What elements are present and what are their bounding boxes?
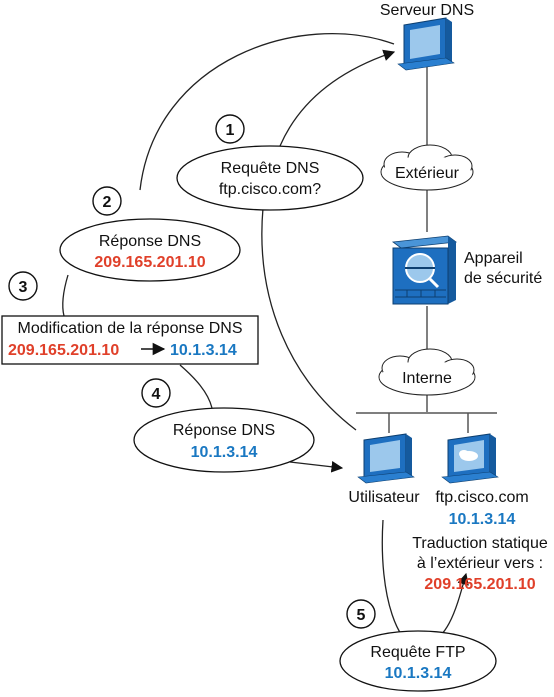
ftp-server-icon — [441, 433, 499, 484]
step-2-bubble — [59, 218, 241, 282]
dns-server-label: Serveur DNS — [380, 2, 474, 19]
step-5-ftp-request: 5 Requête FTP 10.1.3.14 — [339, 599, 497, 692]
step-3-from-ip: 209.165.201.10 — [8, 342, 119, 359]
inside-cloud: Interne — [378, 348, 476, 396]
step-1-number: 1 — [226, 122, 235, 139]
step-4-dns-response: 4 Réponse DNS 10.1.3.14 — [133, 378, 315, 473]
workstation-icon — [357, 433, 415, 484]
cloud-icon — [380, 144, 474, 191]
flow-arc-step2-to-appliance — [62, 274, 69, 317]
step-2-line2: 209.165.201.10 — [94, 254, 205, 271]
ftp-server: ftp.cisco.com 10.1.3.14 — [435, 433, 529, 528]
static-nat-line1: Traduction statique — [412, 535, 548, 552]
firewall-appliance-icon — [391, 235, 458, 305]
step-5-line2: 10.1.3.14 — [385, 665, 452, 682]
step-1-line2: ftp.cisco.com? — [219, 181, 321, 198]
security-appliance-label-line1: Appareil — [464, 250, 523, 267]
step-4-line2: 10.1.3.14 — [191, 444, 258, 461]
server-monitor-icon — [397, 17, 455, 71]
cloud-icon — [378, 348, 476, 396]
step-1-bubble — [176, 145, 364, 211]
static-nat-line2: à l’extérieur vers : — [417, 555, 543, 572]
flow-arc-step3-to-step4 — [179, 364, 213, 409]
step-4-number: 4 — [152, 386, 161, 403]
step-5-line1: Requête FTP — [370, 644, 465, 661]
step-4-line1: Réponse DNS — [173, 422, 275, 439]
security-appliance: Appareil de sécurité — [391, 235, 542, 305]
step-3-badge — [8, 271, 38, 301]
step-3-dns-rewrite: 3 Modification de la réponse DNS 209.165… — [1, 271, 259, 365]
step-4-bubble — [133, 407, 315, 473]
step-5-number: 5 — [357, 607, 366, 624]
step-1-line1: Requête DNS — [221, 160, 320, 177]
dns-server: Serveur DNS — [380, 2, 474, 71]
step-3-number: 3 — [19, 279, 28, 296]
step-2-badge — [92, 186, 122, 216]
step-3-line1: Modification de la réponse DNS — [17, 320, 242, 337]
step-3-to-ip: 10.1.3.14 — [170, 342, 237, 359]
ftp-server-ip: 10.1.3.14 — [449, 511, 516, 528]
flow-arc-step1-from-user — [261, 207, 357, 431]
step-2-line1: Réponse DNS — [99, 233, 201, 250]
step-3-box — [1, 315, 259, 365]
step-5-bubble — [339, 630, 497, 692]
inside-cloud-label: Interne — [402, 370, 452, 387]
step-1-dns-query: 1 Requête DNS ftp.cisco.com? — [176, 114, 364, 211]
outside-cloud-label: Extérieur — [395, 165, 460, 182]
step-1-badge — [215, 114, 245, 144]
flow-arc-step4-to-user — [289, 460, 344, 473]
user-workstation: Utilisateur — [348, 433, 420, 506]
step-2-dns-response: 2 Réponse DNS 209.165.201.10 — [59, 186, 241, 282]
static-nat-note: Traduction statique à l’extérieur vers :… — [412, 535, 548, 593]
security-appliance-label-line2: de sécurité — [464, 270, 542, 287]
step-2-number: 2 — [103, 194, 112, 211]
outside-cloud: Extérieur — [380, 144, 474, 191]
user-label: Utilisateur — [348, 489, 420, 506]
step-5-badge — [346, 599, 376, 629]
static-nat-ip: 209.165.201.10 — [424, 576, 535, 593]
flow-arc-step2-response — [139, 32, 395, 191]
flow-arc-step1-request — [279, 49, 396, 147]
step-4-badge — [141, 378, 171, 408]
ftp-server-label: ftp.cisco.com — [435, 489, 528, 506]
